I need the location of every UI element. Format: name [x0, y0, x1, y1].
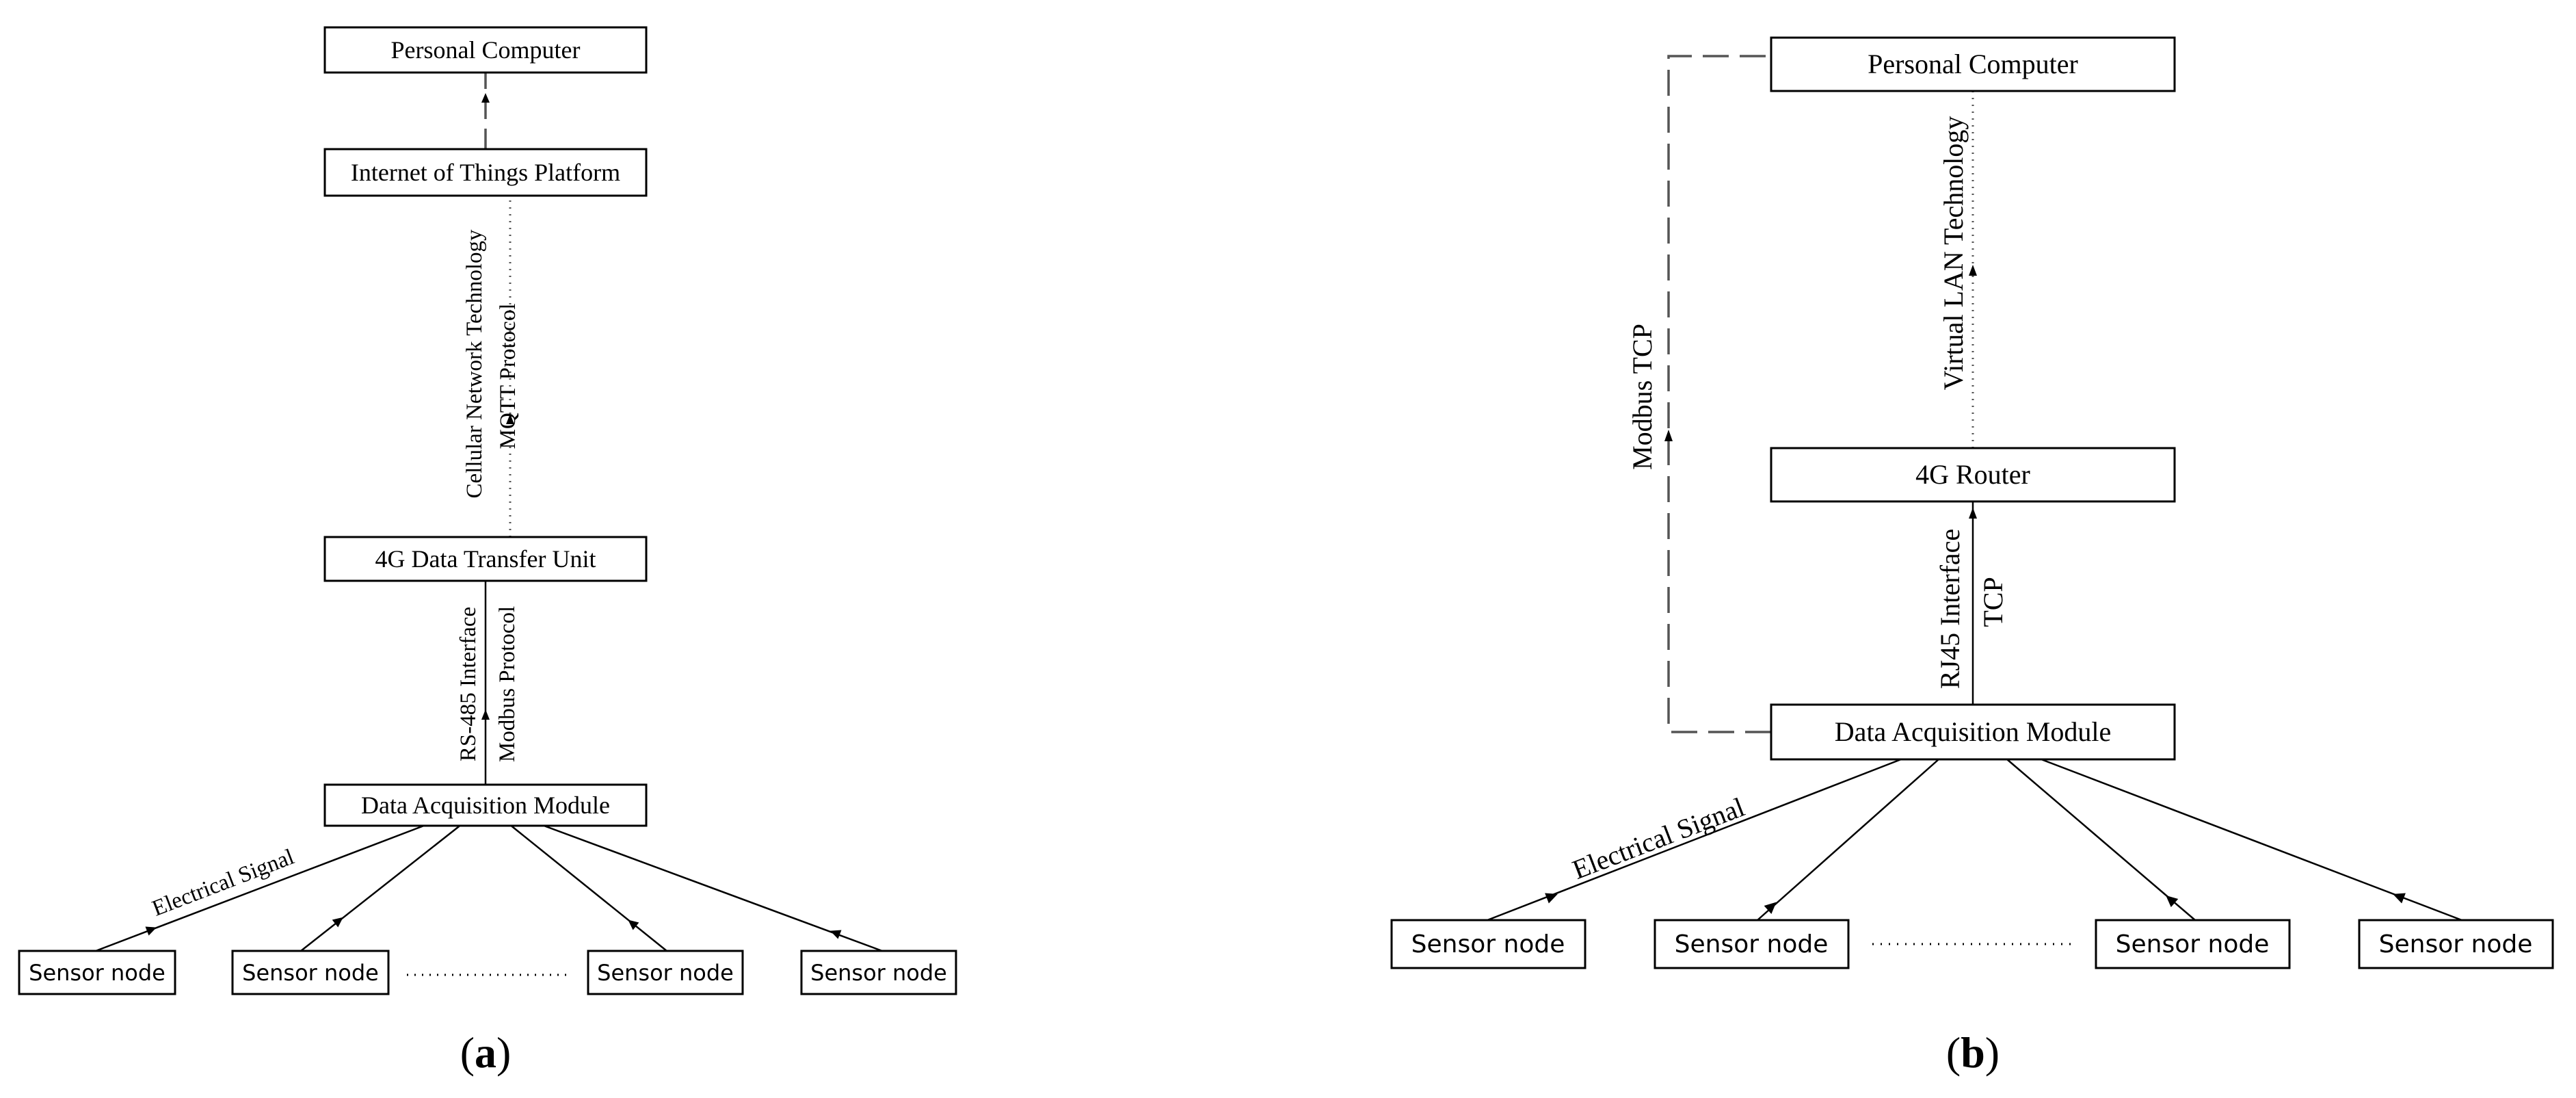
- box-daq: [323, 783, 648, 827]
- arrow-head: [2166, 895, 2179, 908]
- label-modbus-tcp: Modbus TCP: [1627, 324, 1658, 470]
- link-sensor-4-to-daq: [540, 823, 883, 952]
- caption-b: (b): [1946, 1028, 2000, 1077]
- link-sensor-1-to-daq: [95, 823, 428, 952]
- arrow-head: [481, 93, 490, 103]
- arrow-head: [628, 919, 639, 930]
- arrow-head: [481, 709, 490, 720]
- box-sensor-4: [800, 950, 957, 995]
- label-tcp: TCP: [1978, 577, 2008, 627]
- box-router: [1770, 447, 2176, 503]
- link-sensor-3-to-daq: [2006, 759, 2196, 921]
- label-sensor-3: Sensor node: [2116, 930, 2270, 958]
- box-personal-computer: [1770, 36, 2176, 92]
- panel-b: Personal Computer 4G Router Data Acquisi…: [1390, 36, 2554, 1077]
- arrow-head: [829, 930, 842, 939]
- label-daq: Data Acquisition Module: [1835, 716, 2111, 747]
- box-sensor-3: [2095, 919, 2291, 969]
- box-sensor-2: [231, 950, 390, 995]
- arrow-head: [506, 414, 514, 424]
- link-sensor-2-to-daq: [300, 824, 462, 952]
- arrow-head: [1664, 430, 1673, 441]
- label-cellular: Cellular Network Technology: [462, 229, 487, 498]
- label-rj45: RJ45 Interface: [1935, 529, 1965, 689]
- link-sensor-4-to-daq: [2041, 758, 2462, 921]
- label-iot-platform: Internet of Things Platform: [351, 159, 620, 186]
- box-sensor-3: [587, 950, 744, 995]
- label-vlan: Virtual LAN Technology: [1938, 116, 1969, 391]
- link-daq-to-pc-modbus-tcp: [1667, 55, 1771, 733]
- label-dtu: 4G Data Transfer Unit: [375, 545, 596, 573]
- label-sensor-1: Sensor node: [29, 960, 165, 986]
- label-personal-computer: Personal Computer: [391, 36, 581, 64]
- box-daq: [1770, 703, 2176, 761]
- panel-a: Personal Computer Internet of Things Pla…: [18, 26, 957, 1077]
- link-sensor-2-to-daq: [1757, 759, 1939, 921]
- label-sensor-1: Sensor node: [1411, 930, 1565, 958]
- arrow-head: [1545, 893, 1558, 904]
- label-rs485: RS-485 Interface: [456, 607, 481, 761]
- box-sensor-1: [1390, 919, 1586, 969]
- box-personal-computer: [323, 26, 648, 74]
- label-sensor-2: Sensor node: [1675, 930, 1829, 958]
- label-daq: Data Acquisition Module: [361, 792, 610, 819]
- arrow-head: [332, 917, 343, 928]
- arrow-head: [145, 926, 157, 936]
- label-sensor-4: Sensor node: [2379, 930, 2533, 958]
- label-sensor-3: Sensor node: [597, 960, 734, 986]
- arrow-head: [2393, 893, 2406, 904]
- box-iot-platform: [323, 148, 648, 197]
- label-sensor-4: Sensor node: [810, 960, 947, 986]
- label-router: 4G Router: [1915, 459, 2030, 490]
- arrow-head: [1969, 508, 1977, 519]
- label-personal-computer: Personal Computer: [1868, 49, 2078, 79]
- box-sensor-4: [2358, 919, 2554, 969]
- box-sensor-1: [18, 950, 176, 995]
- box-sensor-2: [1654, 919, 1850, 969]
- caption-a: (a): [460, 1028, 512, 1077]
- label-electrical-signal: Electrical Signal: [1568, 792, 1749, 885]
- label-modbus: Modbus Protocol: [495, 606, 520, 762]
- link-sensor-3-to-daq: [509, 824, 667, 952]
- arrow-head: [1969, 265, 1977, 276]
- box-dtu: [323, 536, 648, 582]
- link-sensor-1-to-daq: [1487, 758, 1902, 921]
- arrow-head: [1764, 902, 1777, 914]
- label-sensor-2: Sensor node: [242, 960, 379, 986]
- label-mqtt: MQTT Protocol: [496, 304, 520, 449]
